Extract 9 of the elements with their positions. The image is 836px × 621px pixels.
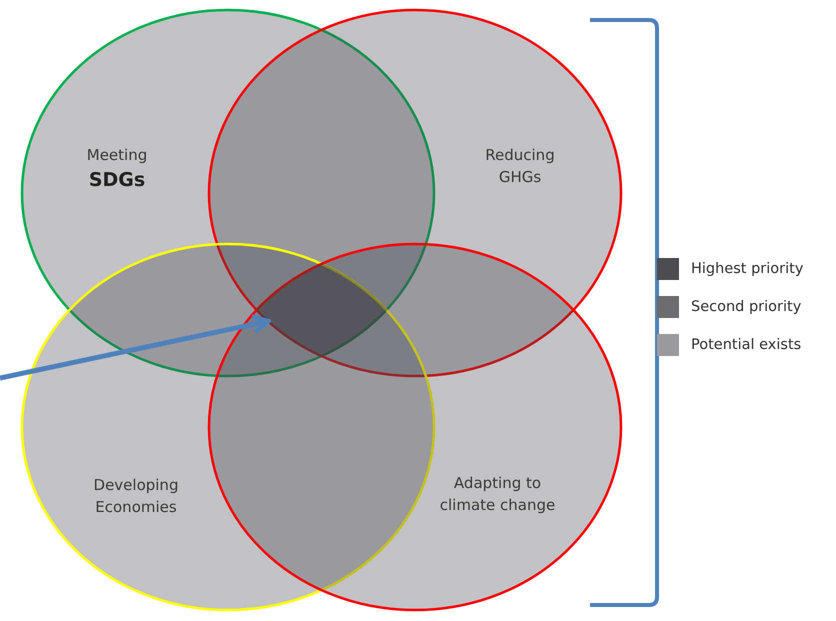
overlap-region <box>255 263 388 357</box>
circle-label: Reducing GHGs <box>484 145 556 188</box>
circle-label: Adapting to climate change <box>438 473 556 516</box>
legend-label: Second priority <box>691 299 802 315</box>
legend-label: Highest priority <box>691 261 804 277</box>
circle-label: Meeting SDGs <box>86 145 148 193</box>
arrow <box>0 314 272 380</box>
circle-label: Developing Economies <box>92 475 180 518</box>
legend-label: Potential exists <box>691 337 802 353</box>
